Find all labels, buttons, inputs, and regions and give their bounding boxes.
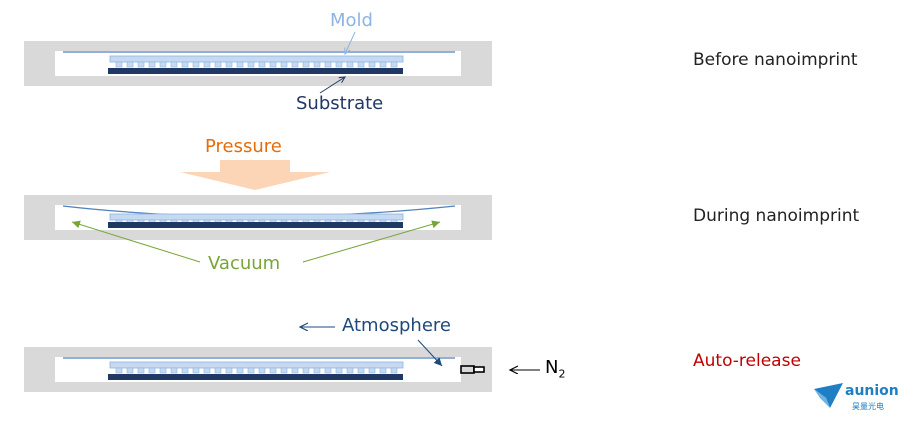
mold-feature <box>258 367 266 374</box>
vacuum-arrow-left <box>71 220 201 263</box>
mold-feature <box>236 61 244 68</box>
vacuum-label: Vacuum <box>208 253 281 274</box>
stage-during <box>24 195 492 263</box>
mold-feature <box>269 61 277 68</box>
mold-feature <box>390 367 398 374</box>
mold-feature <box>225 367 233 374</box>
stage-before <box>24 31 492 94</box>
mold-feature <box>346 61 354 68</box>
mold-feature <box>203 367 211 374</box>
mold-feature <box>335 367 343 374</box>
mold-feature <box>115 61 123 68</box>
mold-feature <box>346 367 354 374</box>
pressure-label: Pressure <box>205 136 282 157</box>
mold-feature <box>357 61 365 68</box>
mold-feature <box>379 61 387 68</box>
mold-feature <box>368 367 376 374</box>
mold-feature <box>269 367 277 374</box>
mold-feature <box>115 367 123 374</box>
aunion-logo-icon <box>814 383 843 408</box>
n2-subscript: 2 <box>558 367 566 381</box>
mold-feature <box>236 367 244 374</box>
step-auto-release-label: Auto-release <box>693 351 801 371</box>
mold-feature <box>324 61 332 68</box>
n2-base: N <box>545 357 559 378</box>
mold-feature <box>225 61 233 68</box>
mold-feature <box>291 367 299 374</box>
substrate <box>108 68 403 74</box>
mold-feature <box>280 367 288 374</box>
n2-label: N2 <box>545 357 565 381</box>
mold-pointer-arrow <box>345 31 356 54</box>
step-during-label: During nanoimprint <box>693 206 860 226</box>
mold-feature <box>214 367 222 374</box>
mold-feature <box>126 61 134 68</box>
mold-feature <box>192 61 200 68</box>
substrate <box>108 374 403 380</box>
mold-feature <box>170 367 178 374</box>
mold-features <box>115 61 398 68</box>
mold-features <box>115 367 398 374</box>
substrate <box>108 222 403 228</box>
mold-feature <box>258 61 266 68</box>
logo-subtitle: 昊量光电 <box>852 402 884 411</box>
mold-feature <box>357 367 365 374</box>
atmosphere-label: Atmosphere <box>342 315 451 336</box>
mold-feature <box>214 61 222 68</box>
mold-feature <box>159 367 167 374</box>
substrate-pointer-arrow <box>319 77 345 94</box>
mold-feature <box>390 61 398 68</box>
vacuum-arrow-right <box>302 220 441 263</box>
pressure-arrow <box>180 160 330 190</box>
gas-inlet-valve <box>460 365 485 374</box>
mold <box>109 213 404 221</box>
mold-feature <box>335 61 343 68</box>
mold-feature <box>170 61 178 68</box>
mold-feature <box>148 367 156 374</box>
mold-feature <box>313 367 321 374</box>
mold-feature <box>379 367 387 374</box>
substrate-label: Substrate <box>296 93 384 114</box>
logo-name: aunion <box>845 383 899 399</box>
mold-feature <box>181 367 189 374</box>
mold-feature <box>126 367 134 374</box>
mold-feature <box>148 61 156 68</box>
atmosphere-down-arrow <box>417 339 443 367</box>
mold-feature <box>313 61 321 68</box>
mold-label: Mold <box>330 10 373 31</box>
mold-feature <box>181 61 189 68</box>
mold-feature <box>247 61 255 68</box>
mold-feature <box>291 61 299 68</box>
mold-feature <box>203 61 211 68</box>
mold-feature <box>159 61 167 68</box>
mold <box>109 55 404 63</box>
mold-feature <box>247 367 255 374</box>
mold-feature <box>137 367 145 374</box>
mold <box>109 361 404 369</box>
mold-feature <box>324 367 332 374</box>
mold-feature <box>280 61 288 68</box>
step-before-label: Before nanoimprint <box>693 50 858 70</box>
mold-feature <box>192 367 200 374</box>
mold-feature <box>302 61 310 68</box>
mold-feature <box>302 367 310 374</box>
mold-feature <box>368 61 376 68</box>
stage-auto-release <box>24 327 540 392</box>
mold-feature <box>137 61 145 68</box>
